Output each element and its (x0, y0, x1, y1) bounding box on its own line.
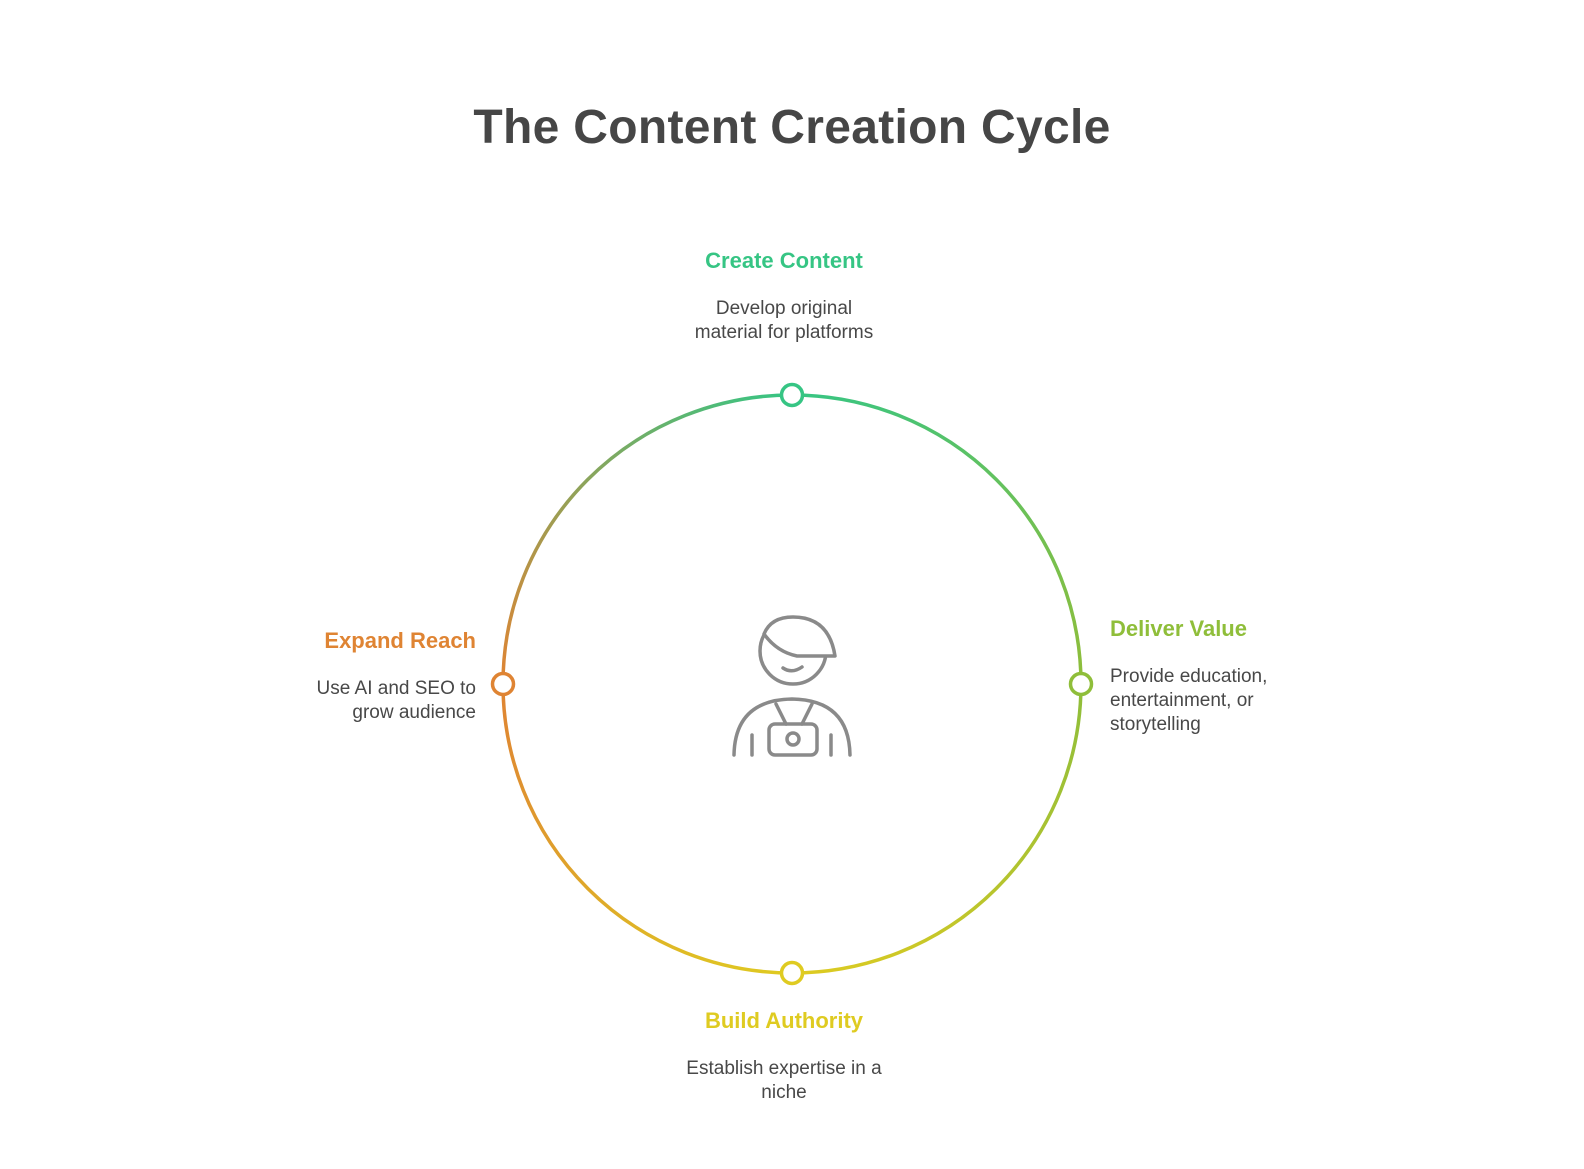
expand-reach-title: Expand Reach (324, 628, 476, 653)
create-content-node (779, 382, 805, 408)
page-title: The Content Creation Cycle (473, 101, 1111, 154)
arc-expand-to-create (501, 393, 793, 685)
arc-deliver-to-build (791, 683, 1083, 975)
create-content-title: Create Content (705, 248, 863, 273)
build-authority-node (779, 960, 805, 986)
arc-build-to-expand (501, 683, 793, 975)
build-authority-title: Build Authority (704, 1008, 864, 1033)
deliver-value-node (1068, 671, 1094, 697)
expand-reach-node (490, 671, 516, 697)
deliver-value-title: Deliver Value (1110, 616, 1247, 641)
arc-create-to-deliver (791, 393, 1083, 685)
content-creator-icon (732, 615, 852, 757)
create-content-description: Develop original material for platforms (694, 298, 874, 343)
deliver-value-description: Provide education, entertainment, or sto… (1110, 666, 1268, 735)
expand-reach-description: Use AI and SEO to grow audience (316, 678, 476, 723)
build-authority-description: Establish expertise in a niche (686, 1058, 882, 1103)
